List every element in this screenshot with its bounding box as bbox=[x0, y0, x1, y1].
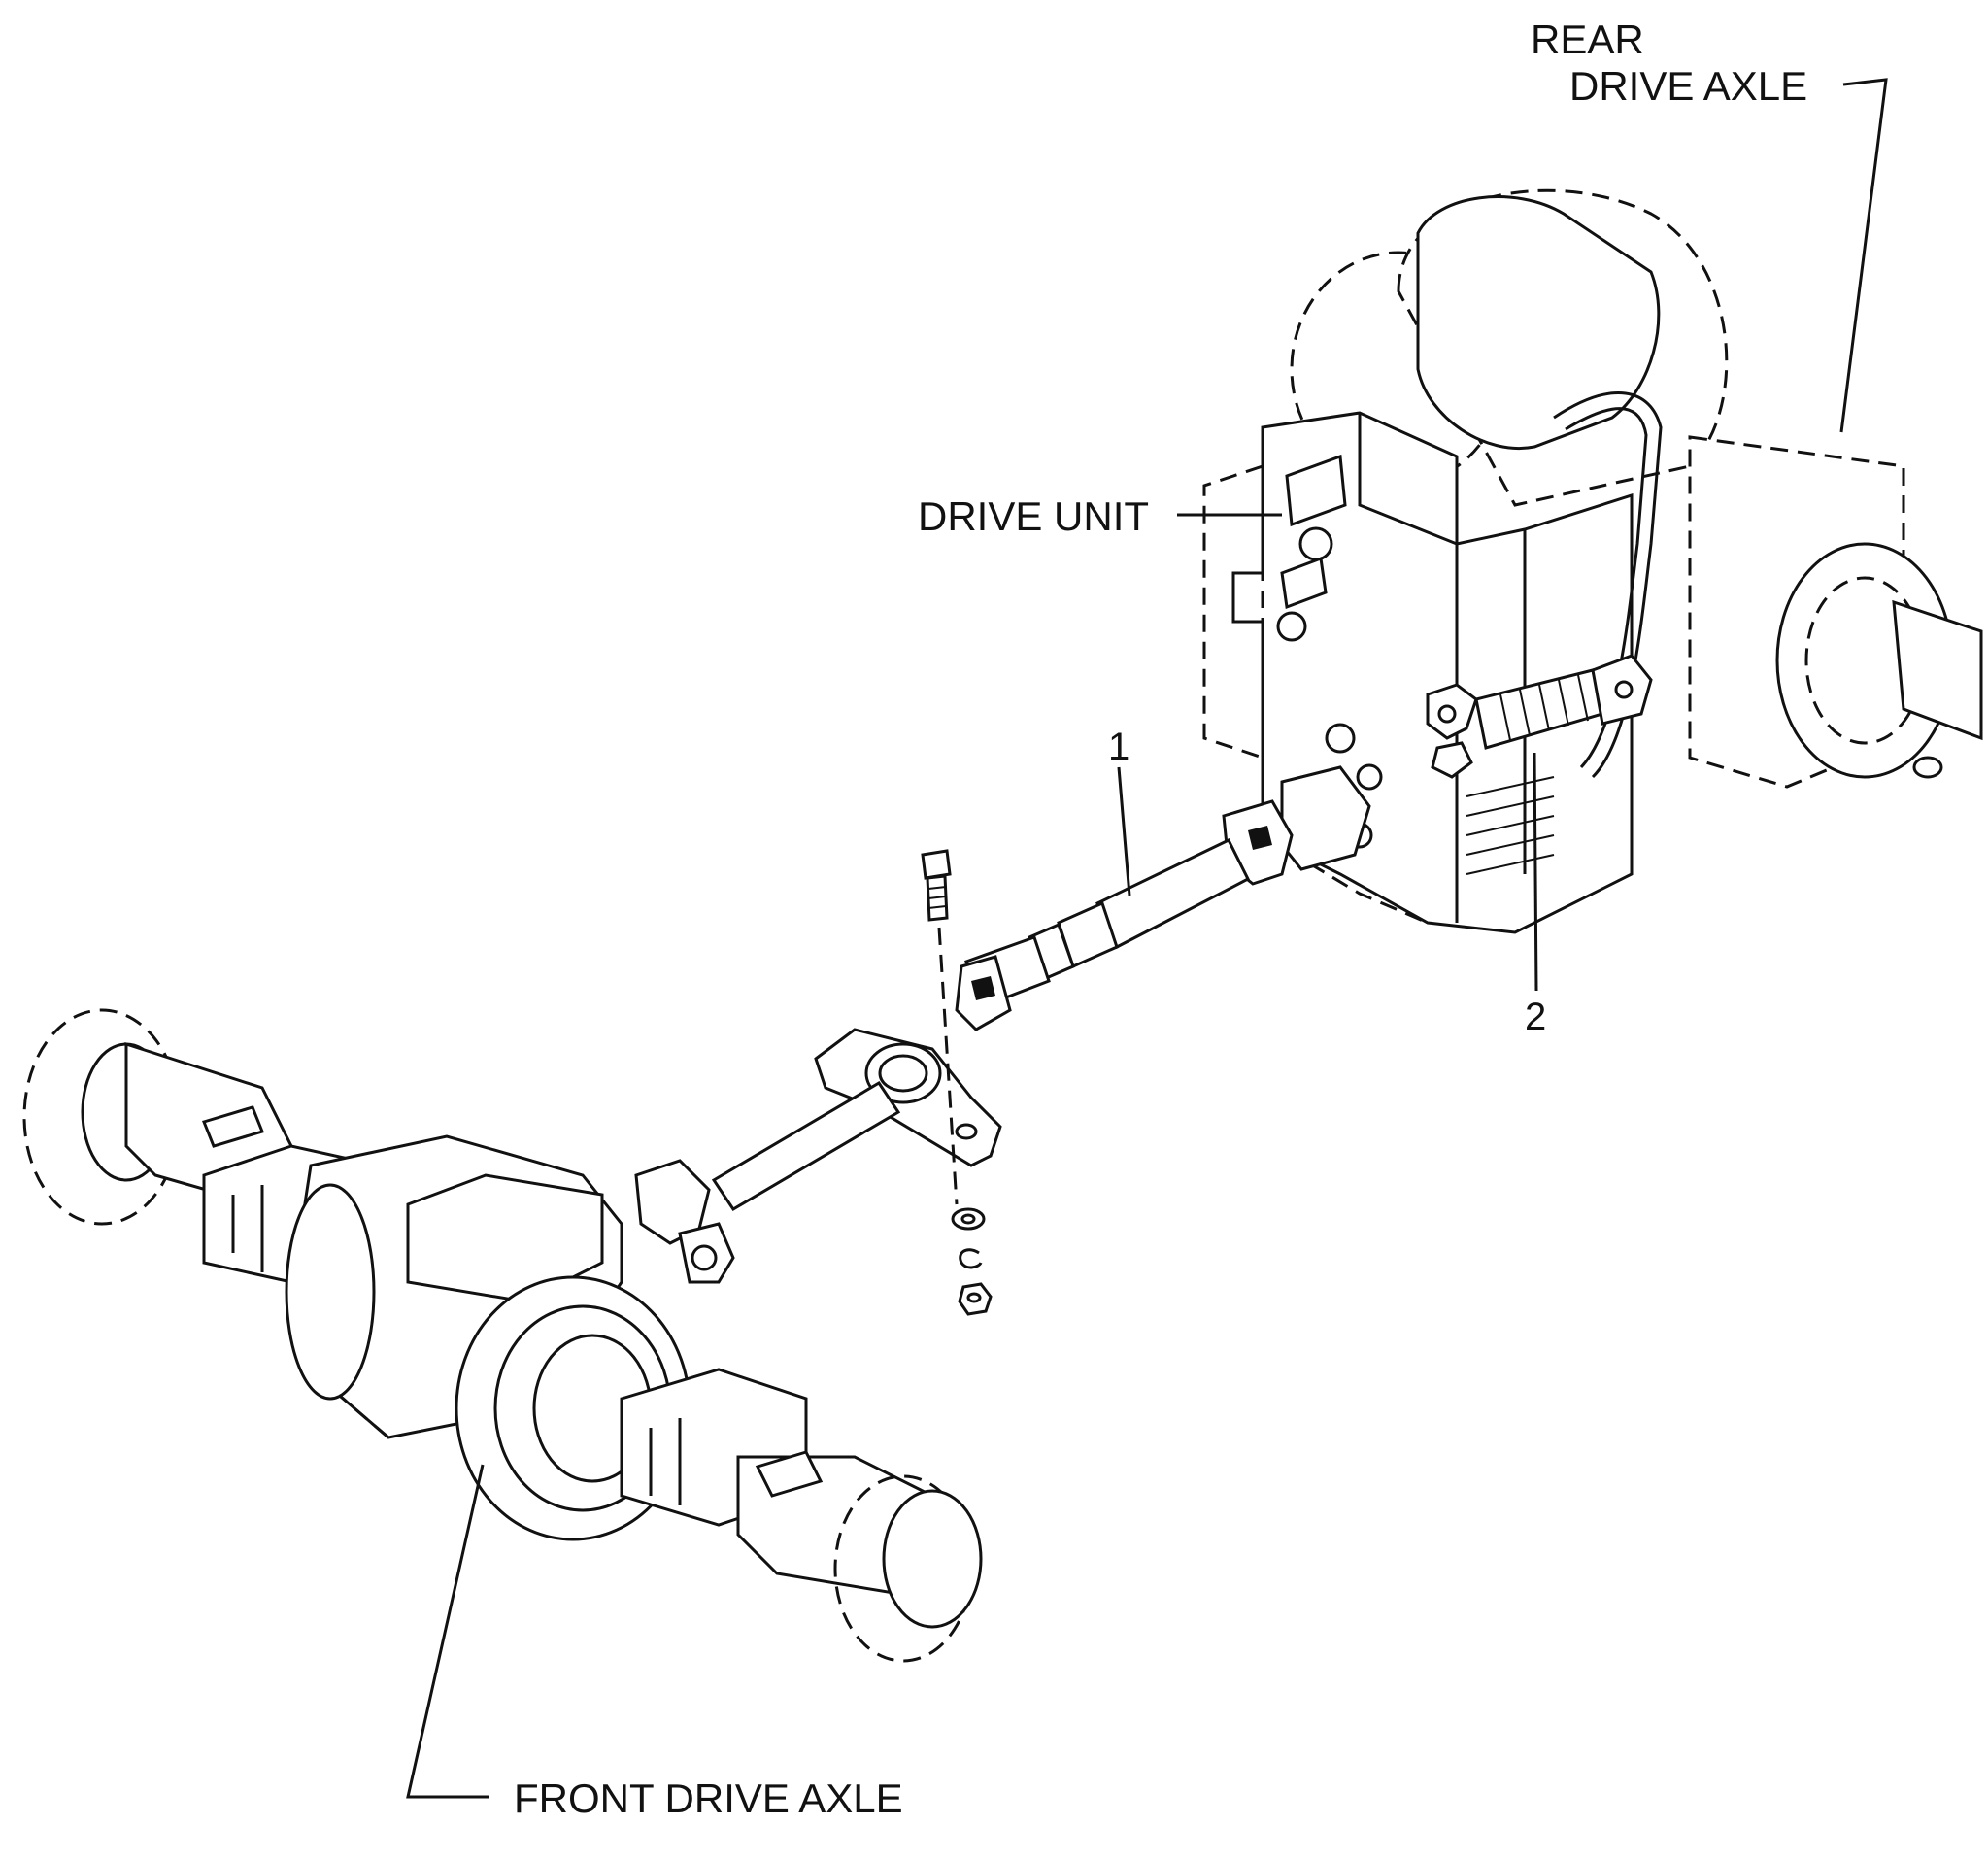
drive-unit-label: DRIVE UNIT bbox=[918, 493, 1149, 539]
labels: REAR DRIVE AXLE DRIVE UNIT 1 2 FRONT DRI… bbox=[514, 17, 1807, 1821]
propeller-shaft-2 bbox=[1426, 654, 1653, 779]
mounting-hardware bbox=[921, 849, 993, 1316]
front-drive-axle bbox=[22, 1008, 983, 1663]
propeller-shaft-1 bbox=[634, 765, 1371, 1284]
callout-2-leader bbox=[1533, 752, 1538, 992]
callout-2: 2 bbox=[1525, 996, 1546, 1038]
rear-drive-axle-leader bbox=[1839, 78, 1888, 433]
front-drive-axle-label: FRONT DRIVE AXLE bbox=[514, 1775, 903, 1821]
front-drive-axle-leader bbox=[406, 1464, 489, 1799]
rear-drive-axle-label-line1: REAR bbox=[1531, 17, 1644, 62]
rear-drive-axle-label-line2: DRIVE AXLE bbox=[1569, 63, 1807, 109]
callout-1: 1 bbox=[1108, 726, 1129, 768]
callout-1-leader bbox=[1117, 766, 1131, 896]
leader-lines bbox=[406, 78, 1888, 1799]
